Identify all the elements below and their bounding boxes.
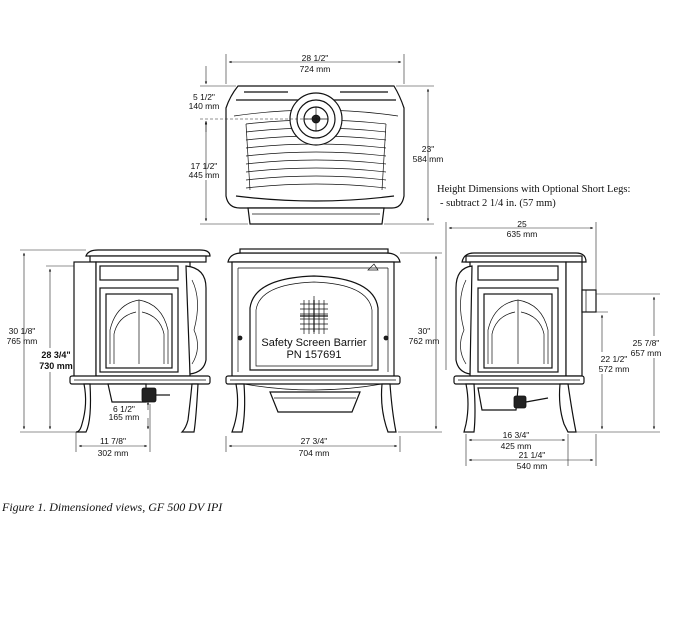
short-legs-note: Height Dimensions with Optional Short Le… — [437, 184, 630, 209]
right-legs-in: 16 3/4" — [503, 430, 530, 440]
left-base-in: 11 7/8" — [100, 436, 126, 446]
front-view-stove: Safety Screen Barrier PN 157691 — [225, 248, 401, 433]
left-side-view-dimensions: 30 1/8" 765 mm 28 3/4" 730 mm 6 1/2" 165… — [7, 249, 151, 458]
left-base-mm: 302 mm — [98, 448, 129, 458]
front-height-in: 30" — [418, 326, 430, 336]
top-width-mm: 724 mm — [300, 64, 331, 74]
right-side-view-stove — [453, 252, 597, 433]
left-gas-inlet-in: 6 1/2" — [113, 404, 135, 414]
front-width-in: 27 3/4" — [301, 436, 328, 446]
front-view-dimensions: 30" 762 mm 27 3/4" 704 mm — [225, 252, 442, 458]
left-side-view-stove — [69, 249, 211, 433]
right-flue-height-in: 25 7/8" — [633, 338, 660, 348]
left-gas-inlet-mm: 165 mm — [109, 412, 140, 422]
right-inlet-height-in: 22 1/2" — [601, 354, 628, 364]
safety-screen-mesh-icon — [300, 296, 328, 334]
screen-label-line1: Safety Screen Barrier — [261, 337, 366, 349]
top-flue-offset-mm: 140 mm — [189, 101, 220, 111]
screen-label-line2: PN 157691 — [286, 349, 341, 361]
top-view-stove — [225, 85, 405, 225]
top-depth-mm: 584 mm — [413, 154, 444, 164]
note-body: - subtract 2 1/4 in. (57 mm) — [440, 198, 556, 209]
top-flue-center-in: 17 1/2" — [191, 161, 218, 171]
note-title: Height Dimensions with Optional Short Le… — [437, 184, 630, 195]
top-width-in: 28 1/2" — [302, 53, 329, 63]
top-flue-offset-in: 5 1/2" — [193, 92, 215, 102]
top-depth-in: 23" — [422, 144, 434, 154]
right-depth-in: 25 — [517, 219, 527, 229]
right-overall-in: 21 1/4" — [519, 450, 546, 460]
right-side-view-dimensions: 25 635 mm 25 7/8" 657 mm 22 1/2" 572 mm … — [445, 219, 664, 471]
right-legs-mm: 425 mm — [501, 441, 532, 451]
right-overall-mm: 540 mm — [517, 461, 548, 471]
top-view-dimensions: 28 1/2" 724 mm 5 1/2" 140 mm 17 1/2" 445… — [189, 53, 444, 225]
left-total-height-in: 30 1/8" — [9, 326, 36, 336]
front-width-mm: 704 mm — [299, 448, 330, 458]
right-depth-mm: 635 mm — [507, 229, 538, 239]
figure-caption: Figure 1. Dimensioned views, GF 500 DV I… — [1, 500, 223, 514]
left-total-height-mm: 765 mm — [7, 336, 38, 346]
front-height-mm: 762 mm — [409, 336, 440, 346]
top-view-grille — [245, 119, 387, 191]
left-flue-height-in: 28 3/4" — [41, 350, 70, 360]
right-flue-height-mm: 657 mm — [631, 348, 662, 358]
left-flue-height-mm: 730 mm — [39, 361, 73, 371]
right-inlet-height-mm: 572 mm — [599, 364, 630, 374]
top-flue-center-mm: 445 mm — [189, 170, 220, 180]
